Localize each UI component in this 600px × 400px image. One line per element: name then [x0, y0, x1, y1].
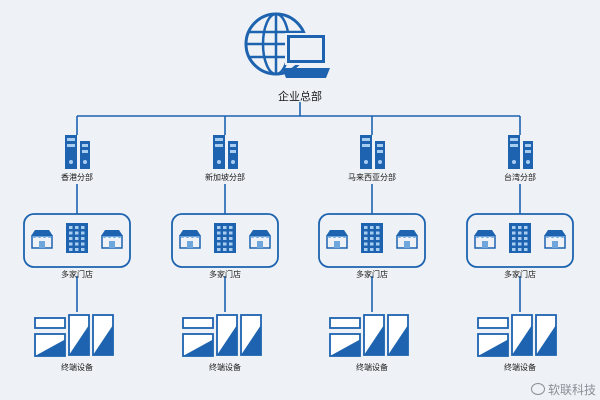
- store-icon: [101, 230, 123, 249]
- store-icon: [396, 230, 418, 249]
- stores-group-box: [23, 213, 131, 268]
- store-icon: [179, 230, 201, 249]
- terminals-label: 终端设备: [504, 363, 536, 372]
- stores-label: 多家门店: [61, 270, 93, 279]
- terminal-devices-icon: [329, 314, 409, 357]
- weibo-icon: [530, 383, 545, 395]
- store-icon: [31, 230, 53, 249]
- building-icon: [509, 223, 531, 253]
- terminals-label: 终端设备: [61, 363, 93, 372]
- terminals-label: 终端设备: [209, 363, 241, 372]
- terminals-label: 终端设备: [356, 363, 388, 372]
- branch-label: 香港分部: [61, 173, 93, 182]
- stores-label: 多家门店: [504, 270, 536, 279]
- server-icon: [360, 135, 385, 169]
- server-icon: [213, 135, 238, 169]
- branch-label: 台湾分部: [504, 173, 536, 182]
- building-icon: [66, 223, 88, 253]
- store-icon: [474, 230, 496, 249]
- stores-label: 多家门店: [356, 270, 388, 279]
- store-icon: [249, 230, 271, 249]
- stores-label: 多家门店: [209, 270, 241, 279]
- branch-label: 新加坡分部: [205, 173, 245, 182]
- terminal-devices-icon: [182, 314, 262, 357]
- terminal-devices-icon: [34, 314, 114, 357]
- stores-group-box: [171, 213, 279, 268]
- globe-computer-icon: [244, 12, 330, 78]
- building-icon: [214, 223, 236, 253]
- store-icon: [544, 230, 566, 249]
- stores-group-box: [466, 213, 574, 268]
- building-icon: [361, 223, 383, 253]
- store-icon: [326, 230, 348, 249]
- terminal-devices-icon: [477, 314, 557, 357]
- hq-label: 企业总部: [278, 90, 322, 103]
- server-icon: [65, 135, 90, 169]
- watermark: 软联科技: [530, 381, 596, 398]
- stores-group-box: [318, 213, 426, 268]
- branch-label: 马来西亚分部: [348, 173, 396, 182]
- server-icon: [508, 135, 533, 169]
